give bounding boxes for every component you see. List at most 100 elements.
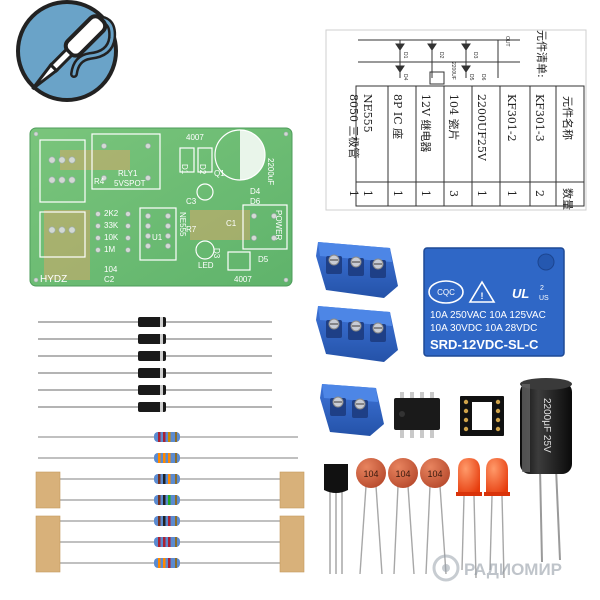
- resistor: [38, 432, 298, 442]
- watermark-text: РАДИОМИР: [464, 560, 562, 579]
- svg-text:!: !: [481, 291, 484, 301]
- parts-list-name-col-header: 元件名称: [561, 96, 575, 140]
- parts-row-qty: 1: [419, 190, 432, 197]
- pcb-label-c2: C2: [104, 275, 115, 284]
- parts-row-name: 8P IC 座: [391, 94, 405, 139]
- resistor: [38, 558, 298, 568]
- transistor-8050: [324, 464, 348, 574]
- pcb-label-104: 104: [104, 265, 118, 274]
- diode: [38, 368, 272, 378]
- schematic-label-d1: D1: [402, 52, 408, 59]
- diode: [38, 317, 272, 327]
- ceramic-capacitor-1: 104: [356, 458, 386, 575]
- resistor: [38, 537, 298, 547]
- pcb-label-c3: C3: [186, 197, 197, 206]
- parts-row-name: KF301-3: [533, 94, 546, 142]
- pcb-label-d5: D5: [258, 255, 269, 264]
- resistors: [38, 432, 298, 568]
- parts-row-qty: 1: [347, 190, 360, 197]
- pcb-label-2200uf: 2200uF: [266, 158, 275, 185]
- pcb-label-5vspot: 5VSPOT: [114, 179, 146, 188]
- red-led-1: [456, 458, 482, 579]
- ic-socket-8pin: [460, 396, 504, 436]
- pcb-label-ne555: NE555: [178, 212, 187, 237]
- schematic-label-d3: D3: [472, 52, 478, 59]
- schematic-label-cap: 2200UF: [450, 62, 456, 80]
- parts-row-qty: 2: [533, 190, 546, 197]
- parts-row-name: KF301-2: [505, 94, 518, 142]
- watermark: РАДИОМИР: [432, 554, 562, 582]
- pcb-board: 4007 R4 RLY1 5VSPOT 2K2 33K 10K 1M 104 C…: [29, 127, 293, 287]
- parts-row-name: 12V 继电器: [419, 94, 432, 152]
- pcb-label-power: POWER: [274, 210, 283, 240]
- pcb-label-q1: Q1: [214, 169, 225, 178]
- red-led-2: [484, 458, 510, 579]
- resistor: [38, 495, 298, 505]
- diode: [38, 385, 272, 395]
- pcb-label-d1: D1: [180, 164, 189, 175]
- relay-module: CQC ! UL 2 US 10A 250VAC 10A 125VAC 10A …: [423, 247, 565, 357]
- svg-text:2: 2: [540, 285, 544, 292]
- ne555-ic-chip: [394, 392, 440, 438]
- parts-row-qty: 1: [391, 190, 404, 197]
- parts-row-qty: 1: [505, 190, 518, 197]
- pcb-label-33k: 33K: [104, 221, 119, 230]
- pcb-label-2k2: 2K2: [104, 209, 119, 218]
- pcb-label-1m: 1M: [104, 245, 115, 254]
- parts-table-grid: [355, 85, 585, 207]
- pcb-label-d4: D4: [250, 187, 261, 196]
- schematic-label-d2: D2: [438, 52, 444, 59]
- pcb-label-rly1: RLY1: [118, 169, 138, 178]
- ul-logo-icon: UL 2 US: [512, 285, 549, 302]
- pcb-label-10k: 10K: [104, 233, 119, 242]
- red-leds: [456, 458, 510, 579]
- pcb-label-d6: D6: [250, 197, 261, 206]
- parts-row-name: 104 瓷片: [447, 94, 461, 141]
- ceramic-capacitor-3: 104: [420, 458, 450, 575]
- resistor: [38, 453, 298, 463]
- pcb-label-4007-top: 4007: [186, 133, 204, 142]
- cqc-logo-icon: CQC: [428, 280, 464, 304]
- parts-row-name: 2200UF25V: [475, 94, 488, 162]
- parts-row-name: NE555: [361, 94, 374, 133]
- schematic-label-d6: D6: [480, 74, 486, 81]
- pcb-label-hydz: HYDZ: [40, 274, 67, 285]
- parts-row-qty: 1: [361, 190, 374, 197]
- schematic-label-out: OUT: [504, 36, 510, 47]
- parts-row-qty: 3: [447, 190, 460, 197]
- ceramic-capacitor-2: 104: [388, 458, 418, 575]
- parts-list-sheet: D1 D2 D3 D4 D5 D6 OUT 2200UF 元件清单: 元件名称 …: [325, 29, 587, 211]
- resistor: [38, 474, 298, 484]
- relay-brand: CQC: [437, 288, 455, 297]
- schematic-label-d5: D5: [468, 74, 474, 81]
- diode: [38, 351, 272, 361]
- pcb-label-d3: D3: [212, 248, 221, 259]
- warning-triangle-icon: !: [468, 280, 496, 303]
- schematic-label-d4: D4: [402, 74, 408, 81]
- pcb-label-r7: R7: [186, 225, 197, 234]
- terminal-block-2pin: [320, 384, 384, 436]
- terminal-block-3pin-middle: [316, 306, 398, 362]
- terminal-block-3pin-top: [316, 242, 398, 298]
- ceramic-cap-1-label: 104: [363, 469, 378, 479]
- parts-list-qty-col-header: 数量: [561, 188, 574, 210]
- pcb-label-r4: R4: [94, 177, 105, 186]
- diodes: [38, 317, 272, 412]
- ceramic-cap-3-label: 104: [427, 469, 442, 479]
- pcb-label-u1: U1: [152, 233, 163, 242]
- relay-model: SRD-12VDC-SL-C: [430, 337, 539, 352]
- ceramic-cap-2-label: 104: [395, 469, 410, 479]
- parts-list-header: 元件清单:: [535, 30, 548, 78]
- diode: [38, 402, 272, 412]
- diode: [38, 334, 272, 344]
- relay-rating-line2: 10A 30VDC 10A 28VDC: [430, 323, 537, 334]
- parts-row-qty: 1: [475, 190, 488, 197]
- pcb-label-4007-bottom: 4007: [234, 275, 252, 284]
- capacitor-marking: 2200μF 25V: [541, 398, 552, 453]
- soldering-iron-logo-icon: [16, 0, 118, 102]
- tape-strips: [35, 471, 305, 573]
- electrolytic-capacitor: 2200μF 25V: [520, 378, 572, 563]
- resistor: [38, 516, 298, 526]
- pcb-label-led: LED: [198, 261, 214, 270]
